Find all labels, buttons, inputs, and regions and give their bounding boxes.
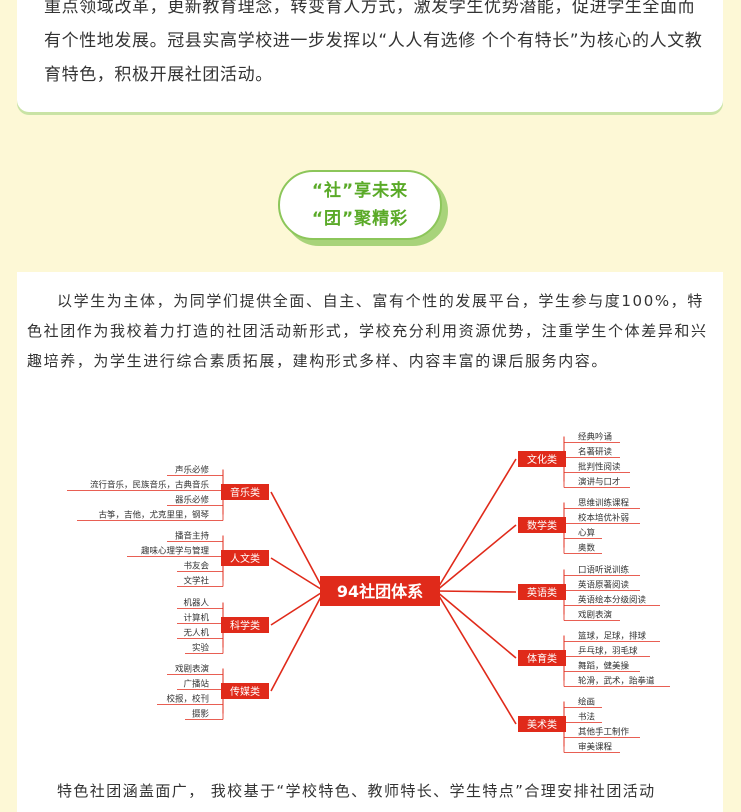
leaf-item: 奥数: [578, 543, 596, 554]
leaf-item: 批判性阅读: [578, 462, 621, 473]
leaf-item: 口语听说训练: [578, 565, 630, 576]
leaf-item: 乒乓球，羽毛球: [578, 646, 638, 657]
category-label: 数学类: [527, 519, 557, 532]
leaf-item: 趣味心理学与管理: [141, 546, 210, 557]
category-node: [518, 451, 566, 467]
leaf-item: 思维训练课程: [578, 498, 630, 509]
top-paragraph: 重点领域改革，更新教育理念，转变育人方式，激发学生优势潜能，促进学生全面而有个性…: [44, 0, 703, 85]
leaf-item: 舞蹈，健美操: [578, 661, 630, 672]
branch-line: [435, 524, 517, 592]
leaf-item: 文学社: [183, 576, 209, 587]
leaf-item: 戏剧表演: [175, 664, 210, 675]
category-node: [221, 550, 269, 566]
leaf-item: 播音主持: [175, 531, 210, 542]
category-label: 英语类: [527, 586, 557, 599]
branch-line: [270, 557, 325, 592]
category-label: 文化类: [527, 453, 557, 466]
leaf-item: 演讲与口才: [578, 477, 621, 488]
leaf-item: 古筝，吉他，尤克里里，钢琴: [98, 510, 209, 521]
leaf-item: 轮滑，武术，跆拳道: [578, 676, 655, 687]
leaf-item: 无人机: [183, 628, 209, 639]
leaf-item: 篮球，足球，排球: [578, 631, 647, 642]
center-node: [320, 576, 440, 606]
category-node: [518, 584, 566, 600]
category-node: [221, 484, 269, 500]
category-label: 科学类: [230, 619, 260, 632]
leaf-item: 心算: [578, 528, 596, 539]
badge-line-2: “团”聚精彩: [311, 209, 409, 229]
category-node: [221, 617, 269, 633]
leaf-item: 流行音乐，民族音乐，古典音乐: [90, 480, 210, 491]
branch-line: [270, 491, 325, 592]
category-node: [221, 683, 269, 699]
leaf-item: 戏剧表演: [578, 610, 613, 621]
leaf-item: 其他手工制作: [578, 727, 630, 738]
center-label: 94社团体系: [337, 582, 423, 601]
leaf-item: 校本培优补弱: [578, 513, 629, 524]
section-badge: “社”享未来 “团”聚精彩: [278, 170, 450, 246]
leaf-item: 器乐必修: [175, 495, 210, 506]
category-label: 人文类: [230, 552, 260, 565]
branch-line: [435, 590, 517, 725]
leaf-item: 名著研读: [578, 447, 613, 458]
category-node: [518, 650, 566, 666]
badge-line-1: “社”享未来: [311, 181, 409, 201]
leaf-item: 计算机: [183, 613, 209, 624]
leaf-item: 实验: [192, 643, 210, 654]
club-system-card: 以学生为主体，为同学们提供全面、自主、富有个性的发展平台，学生参与度100%，特…: [17, 272, 723, 812]
leaf-item: 英语原著阅读: [578, 580, 630, 591]
branch-line: [270, 590, 325, 692]
leaf-item: 书友会: [183, 561, 209, 572]
intro-paragraph: 以学生为主体，为同学们提供全面、自主、富有个性的发展平台，学生参与度100%，特…: [27, 292, 708, 370]
leaf-item: 广播站: [183, 679, 209, 690]
branch-line: [270, 590, 325, 626]
leaf-item: 经典吟诵: [578, 432, 612, 443]
leaf-item: 机器人: [183, 598, 209, 609]
leaf-item: 绘画: [578, 697, 595, 708]
category-label: 传媒类: [230, 685, 260, 698]
category-node: [518, 517, 566, 533]
leaf-item: 校报，校刊: [166, 694, 209, 705]
category-label: 音乐类: [230, 486, 260, 499]
category-label: 体育类: [527, 652, 557, 665]
leaf-item: 摄影: [192, 709, 210, 720]
leaf-item: 审美课程: [578, 742, 613, 753]
badge-pill: “社”享未来 “团”聚精彩: [278, 170, 442, 240]
branch-line: [435, 458, 517, 592]
category-node: [518, 716, 566, 732]
category-label: 美术类: [527, 718, 557, 731]
outro-paragraph: 特色社团涵盖面广， 我校基于“学校特色、教师特长、学生特点”合理安排社团活动: [57, 782, 656, 800]
intro-card-top: 重点领域改革，更新教育理念，转变育人方式，激发学生优势潜能，促进学生全面而有个性…: [17, 0, 723, 112]
leaf-item: 英语绘本分级阅读: [578, 595, 647, 606]
leaf-item: 书法: [578, 712, 595, 723]
leaf-item: 声乐必修: [175, 465, 210, 476]
branch-line: [435, 590, 517, 593]
branch-line: [435, 590, 517, 659]
